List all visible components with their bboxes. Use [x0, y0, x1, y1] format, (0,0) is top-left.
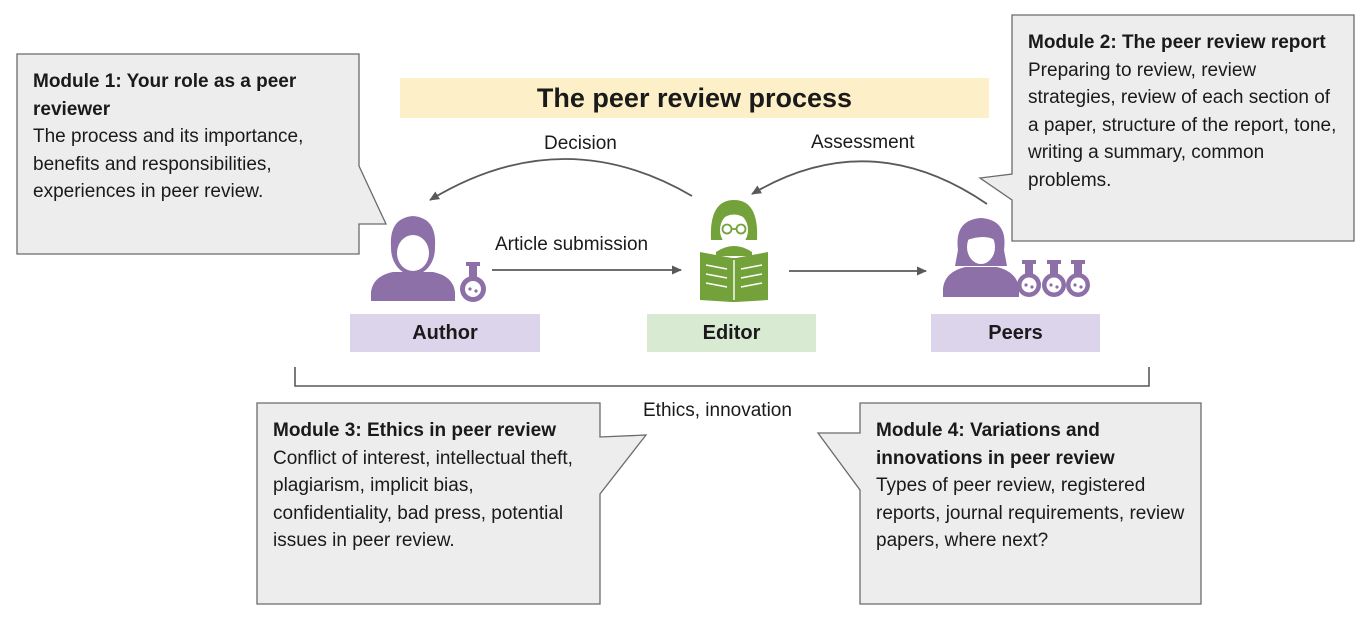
module-2-callout: Module 2: The peer review report Prepari… [1012, 16, 1354, 194]
module-2-title: Module 2: The peer review report [1028, 32, 1326, 53]
assessment-arrow [751, 160, 988, 205]
flask-icon [460, 262, 486, 302]
reading-woman-icon [700, 200, 768, 302]
flask-icon [1066, 260, 1090, 297]
module-4-callout: Module 4: Variations and innovations in … [860, 404, 1201, 555]
module-1-callout: Module 1: Your role as a peer reviewer T… [17, 55, 359, 206]
man-icon [371, 216, 455, 301]
module-4-description: Types of peer review, registered reports… [876, 475, 1185, 551]
editor-label: Editor [647, 314, 816, 352]
ethics-innovation-bracket [294, 367, 1150, 387]
flask-icon [1042, 260, 1066, 297]
decision-label: Decision [544, 133, 617, 154]
diagram-title: The peer review process [400, 78, 989, 118]
callout-module-3-shape [256, 402, 648, 605]
bracket-label: Ethics, innovation [643, 400, 792, 421]
callout-module-1-shape [16, 53, 388, 255]
callout-module-2-shape [978, 14, 1355, 242]
woman-icon [943, 218, 1019, 297]
submission-label: Article submission [495, 234, 649, 255]
module-1-description: The process and its importance, benefits… [33, 126, 304, 202]
module-1-title: Module 1: Your role as a peer reviewer [33, 71, 297, 120]
module-3-description: Conflict of interest, intellectual theft… [273, 447, 573, 552]
module-2-description: Preparing to review, review strategies, … [1028, 59, 1337, 191]
module-3-title: Module 3: Ethics in peer review [273, 420, 556, 441]
flask-icon [1017, 260, 1041, 297]
author-label: Author [350, 314, 540, 352]
module-3-callout: Module 3: Ethics in peer review Conflict… [257, 404, 600, 555]
peers-label: Peers [931, 314, 1100, 352]
assessment-label: Assessment [811, 132, 915, 153]
module-4-title: Module 4: Variations and innovations in … [876, 420, 1115, 469]
callout-module-4-shape [816, 402, 1202, 605]
decision-arrow [429, 158, 693, 201]
